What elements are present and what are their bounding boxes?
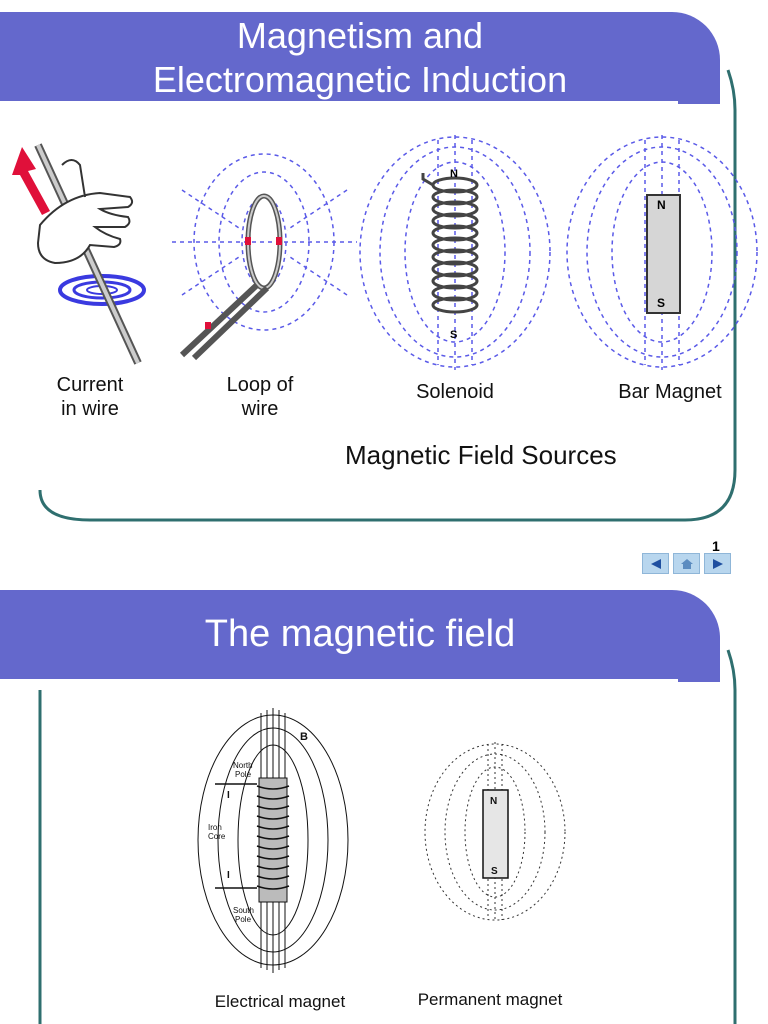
iron-core-label-line-1: Iron xyxy=(208,823,222,832)
current-in-wire-illustration xyxy=(12,143,146,365)
slide-1: Magnetism and Electromagnetic Induction … xyxy=(0,12,758,522)
bar-magnet-caption: Bar Magnet xyxy=(618,381,722,403)
north-pole-label-line-2: Pole xyxy=(235,770,252,779)
field-b-label: B xyxy=(300,731,308,743)
home-icon xyxy=(680,558,693,569)
slide-2-title-bar: The magnetic field xyxy=(0,590,720,682)
loop-caption-line-2: wire xyxy=(241,398,279,420)
south-pole-label-line-1: South xyxy=(233,906,254,915)
current-label-top: I xyxy=(227,790,230,801)
solenoid-illustration: N S xyxy=(359,135,551,370)
solenoid-caption: Solenoid xyxy=(416,381,494,403)
bar-magnet-south-label: S xyxy=(657,296,665,310)
solenoid-north-label: N xyxy=(450,168,458,180)
bar-magnet-illustration: N S xyxy=(566,135,758,370)
current-label-bottom: I xyxy=(227,870,230,881)
slide-1-frame xyxy=(38,69,737,522)
slide-navigation xyxy=(642,553,731,575)
permanent-north-label: N xyxy=(490,796,497,807)
iron-core-label-line-2: Core xyxy=(208,832,226,841)
loop-caption-line-1: Loop of xyxy=(226,374,294,396)
slide-2: The magnetic field North Pole Iron Core xyxy=(0,590,768,1024)
south-pole-label-line-2: Pole xyxy=(235,915,252,924)
current-caption-line-2: in wire xyxy=(61,398,119,420)
slide-2-frame xyxy=(38,649,737,1024)
slide-1-title-line-1: Magnetism and xyxy=(236,15,484,56)
north-pole-label-line-1: North xyxy=(233,761,253,770)
current-caption-line-1: Current xyxy=(56,374,124,396)
magnetic-field-sources-heading: Magnetic Field Sources xyxy=(345,440,617,470)
home-button[interactable] xyxy=(673,553,700,574)
triangle-right-icon xyxy=(712,558,723,569)
slide-2-title: The magnetic field xyxy=(204,613,516,655)
slide-1-title-underline xyxy=(0,101,678,104)
page-number: 1 xyxy=(712,538,720,554)
loop-of-wire-illustration xyxy=(172,153,357,361)
electrical-magnet-caption: Electrical magnet xyxy=(214,992,346,1011)
slide-2-title-underline xyxy=(0,679,678,682)
permanent-magnet-caption: Permanent magnet xyxy=(417,990,563,1009)
next-slide-button[interactable] xyxy=(704,553,731,574)
triangle-left-icon xyxy=(650,558,661,569)
permanent-south-label: S xyxy=(491,866,498,877)
loop-of-wire-caption: Loop of wire xyxy=(200,373,320,421)
electrical-magnet-diagram: North Pole Iron Core South Pole I I B xyxy=(197,708,349,973)
slide-1-title-bar: Magnetism and Electromagnetic Induction xyxy=(0,12,720,104)
bar-magnet-north-label: N xyxy=(657,198,666,212)
slide-1-title-line-2: Electromagnetic Induction xyxy=(152,59,568,100)
permanent-magnet-diagram: N S xyxy=(424,742,566,922)
current-in-wire-caption: Current in wire xyxy=(30,373,150,421)
previous-slide-button[interactable] xyxy=(642,553,669,574)
solenoid-south-label: S xyxy=(450,329,457,341)
